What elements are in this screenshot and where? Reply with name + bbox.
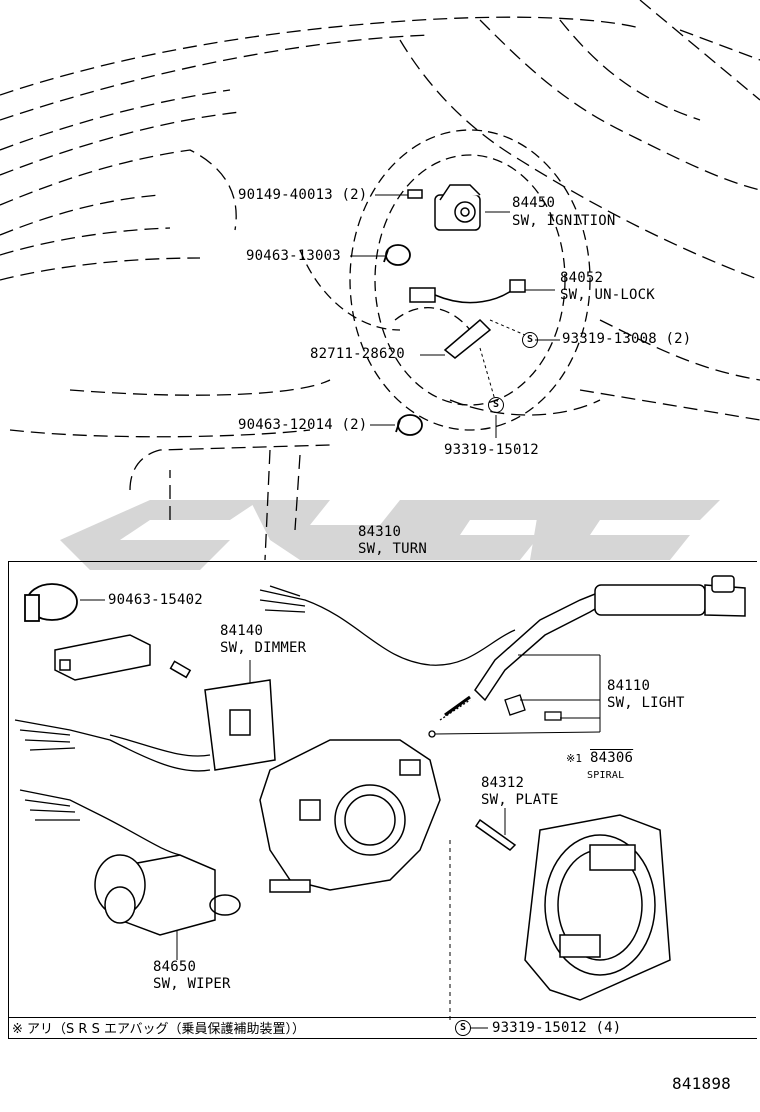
wiper-wiring — [19, 789, 181, 856]
plate-screw-drawing — [474, 818, 517, 851]
dashboard-outline — [0, 0, 760, 561]
dimmer-switch-drawing — [169, 660, 276, 771]
part-84140-number: 84140 — [220, 623, 264, 639]
part-90463-13003-label: 90463-13003 — [246, 248, 341, 264]
part-84650-number: 84650 — [153, 959, 197, 975]
part-84650-name: SW, WIPER — [153, 976, 231, 992]
screw-leaders — [479, 319, 526, 401]
clamp-90463-13003-drawing — [383, 244, 411, 266]
clamp-90463-15402-drawing — [24, 583, 78, 622]
unlock-switch-drawing — [409, 279, 526, 304]
component-group-frame — [8, 561, 757, 1039]
leader-lines-bottom — [80, 599, 601, 1029]
part-84140-name: SW, DIMMER — [220, 640, 307, 656]
part-84306-number: 84306 — [590, 750, 634, 766]
diagram-id: 841898 — [672, 1074, 731, 1093]
part-84312-name: SW, PLATE — [481, 792, 559, 808]
part-84110-number: 84110 — [607, 678, 651, 694]
part-90149-label: 90149-40013 (2) — [238, 187, 368, 203]
part-90463-12014-label: 90463-12014 (2) — [238, 417, 368, 433]
footnote: ※ アリ（S R S エアバッグ（乗員保護補助装置）） — [12, 1022, 305, 1037]
part-93319-15012-label: 93319-15012 — [444, 442, 539, 458]
part-82711-label: 82711-28620 — [310, 346, 405, 362]
part-93319-13008-label: 93319-13008 (2) — [562, 331, 692, 347]
steering-wheel-outline — [299, 129, 591, 431]
bracket-82711-drawing — [443, 318, 492, 359]
part-84052-number: 84052 — [560, 270, 604, 286]
clamp-90463-12014-drawing — [395, 414, 423, 436]
screw-90149-drawing — [407, 189, 423, 199]
spiral-cable-drawing — [524, 814, 671, 1001]
part-84306-name: SPIRAL — [587, 770, 625, 781]
connector-drawing — [54, 634, 151, 681]
leader-lines-top — [350, 194, 560, 438]
part-84450-name: SW, IGNITION — [512, 213, 616, 229]
ignition-switch-drawing — [434, 184, 481, 231]
screw-symbol-icon: S — [522, 332, 538, 348]
part-84310-number: 84310 — [358, 524, 402, 540]
turn-switch-wiring — [259, 585, 516, 666]
part-84450-number: 84450 — [512, 195, 556, 211]
part-84306-prefix: ※1 — [566, 752, 583, 765]
turn-switch-assembly-drawing — [259, 575, 746, 893]
footnote-divider — [8, 1017, 756, 1018]
part-90463-15402-label: 90463-15402 — [108, 592, 203, 608]
screw-symbol-icon: S — [455, 1020, 471, 1036]
part-93319-15012-4-label: 93319-15012 (4) — [492, 1020, 622, 1036]
wiper-switch-drawing — [94, 854, 241, 936]
watermark-logo — [60, 500, 720, 570]
screw-symbol-icon: S — [488, 397, 504, 413]
part-84052-name: SW, UN-LOCK — [560, 287, 655, 303]
part-84110-name: SW, LIGHT — [607, 695, 685, 711]
part-84310-name: SW, TURN — [358, 541, 428, 557]
dimmer-wiring — [14, 719, 211, 772]
part-84312-number: 84312 — [481, 775, 525, 791]
